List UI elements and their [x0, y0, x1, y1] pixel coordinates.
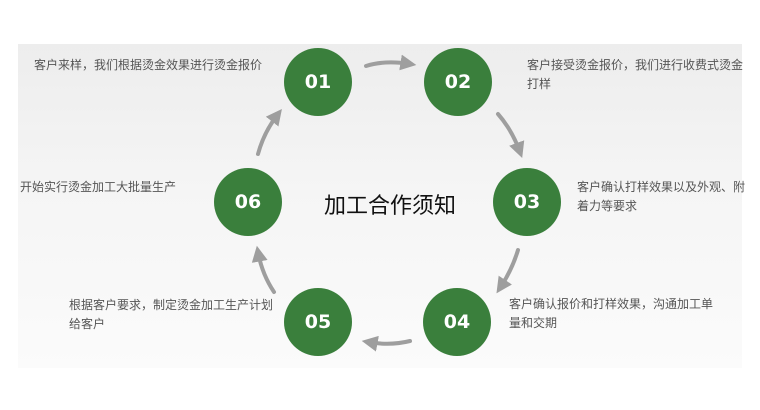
step-01-description: 客户来样，我们根据烫金效果进行烫金报价 — [34, 58, 263, 72]
step-06-description: 开始实行烫金加工大批量生产 — [20, 180, 177, 194]
arrow-06-to-01 — [256, 108, 282, 156]
step-03-circle: 03 — [493, 168, 561, 236]
step-04-circle: 04 — [423, 288, 491, 356]
arrow-05-to-06 — [251, 245, 276, 294]
step-01-circle: 01 — [284, 48, 352, 116]
step-06-circle: 06 — [214, 168, 282, 236]
arrow-01-to-02 — [364, 54, 417, 71]
arrow-02-to-03 — [496, 112, 525, 159]
arrow-04-to-05 — [361, 335, 412, 352]
diagram-title: 加工合作须知 — [323, 194, 456, 219]
diagram-background — [18, 44, 742, 368]
step-04-description: 客户确认报价和打样效果，沟通加工单量和交期 — [509, 297, 714, 330]
step-05-circle: 05 — [284, 288, 352, 356]
step-05-description: 根据客户要求，制定烫金加工生产计划给客户 — [69, 298, 274, 331]
step-02-description: 客户接受烫金报价，我们进行收费式烫金打样 — [527, 58, 744, 91]
step-03-description: 客户确认打样效果以及外观、附着力等要求 — [577, 180, 746, 213]
arrow-03-to-04 — [496, 248, 520, 294]
step-02-circle: 02 — [424, 48, 492, 116]
